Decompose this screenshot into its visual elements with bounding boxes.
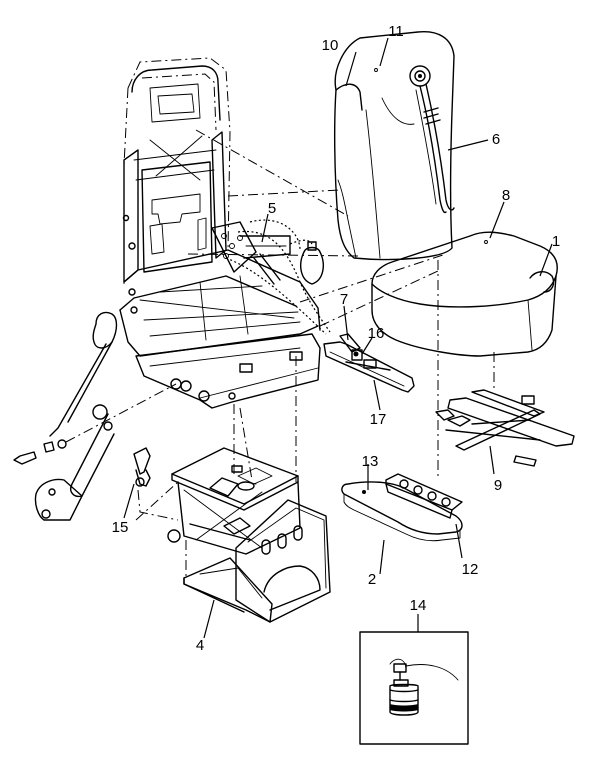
trim-bracket	[385, 473, 463, 519]
callout-5: 5	[268, 200, 276, 217]
seat-frame	[119, 57, 331, 409]
cushion-support-frame	[435, 389, 575, 467]
suspension-base	[167, 447, 331, 623]
adjustment-lever	[323, 333, 415, 393]
callout-1: 1	[552, 233, 560, 250]
callout-13: 13	[362, 453, 379, 470]
callout-11: 11	[388, 23, 404, 40]
callout-leaders	[123, 37, 553, 639]
pin	[133, 447, 179, 521]
assembly-lines	[135, 129, 495, 521]
callout-10: 10	[322, 37, 339, 54]
armrest	[13, 311, 177, 521]
callout-4: 4	[196, 637, 204, 654]
detail-box	[359, 631, 469, 745]
callout-15: 15	[112, 519, 129, 536]
callout-9: 9	[494, 477, 502, 494]
callout-2: 2	[368, 571, 376, 588]
side-trim-panel	[341, 481, 463, 542]
seat-back-cushion	[333, 31, 455, 261]
callout-6: 6	[492, 131, 500, 148]
callout-16: 16	[368, 325, 385, 342]
callout-8: 8	[502, 187, 510, 204]
callout-7: 7	[340, 291, 348, 308]
seat-bottom-cushion	[371, 231, 558, 357]
callout-labels: 1 2 4 5 6 7 8 9 10 11 12 13 14 15 16 17	[112, 23, 561, 654]
callout-14: 14	[410, 597, 427, 614]
callout-17: 17	[370, 411, 387, 428]
callout-12: 12	[462, 561, 479, 578]
